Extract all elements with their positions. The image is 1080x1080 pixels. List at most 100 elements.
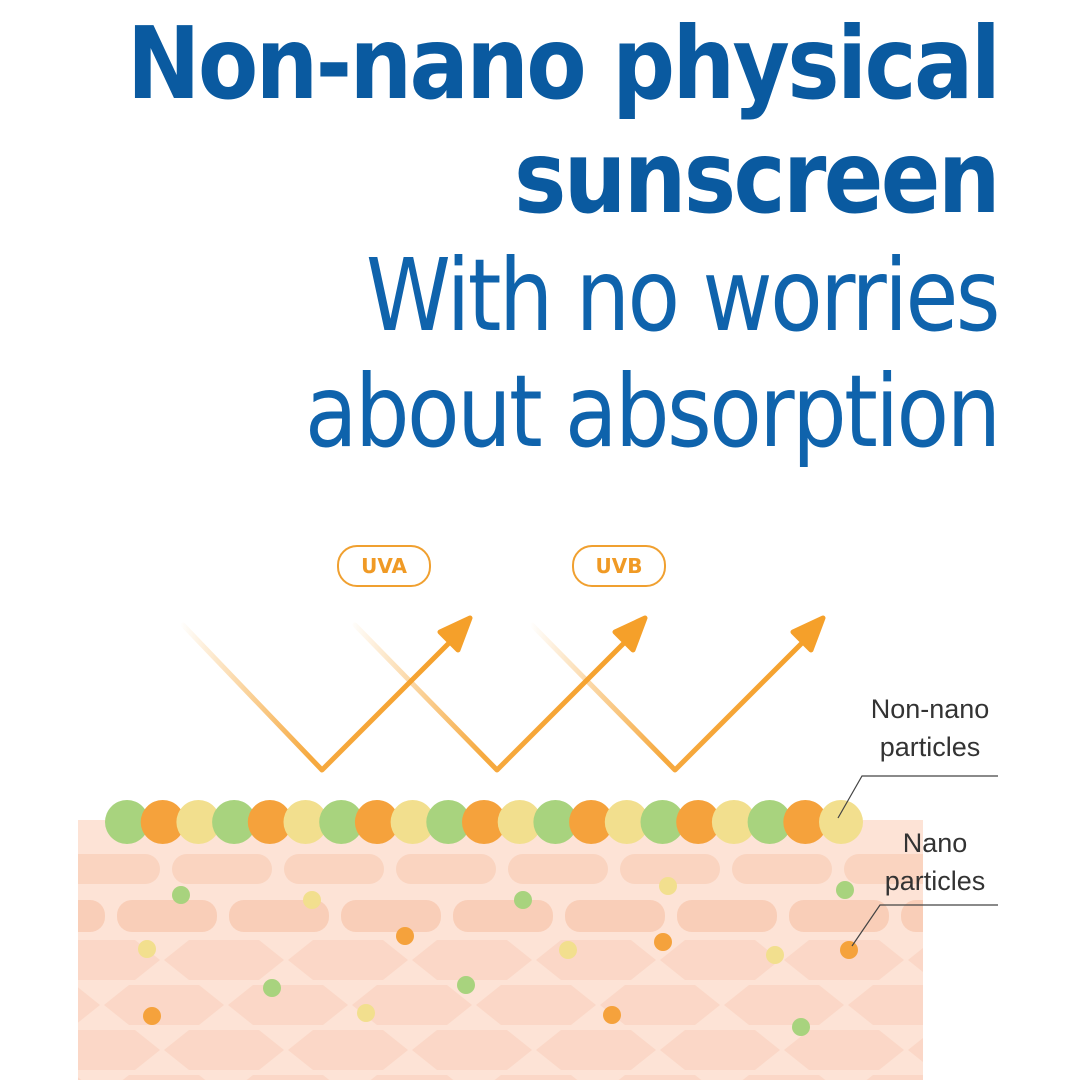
nano-particle [143,1007,161,1025]
nano-particle [303,891,321,909]
non-nano-particle [283,800,328,844]
non-nano-particle [105,800,149,844]
uvb-label: UVB [572,545,666,587]
skin-cell [117,900,217,932]
nano-particle [766,946,784,964]
non-nano-particle [711,800,756,844]
skin-cell [78,987,100,1023]
skin-cell [742,1075,826,1080]
non-nano-particle [819,800,863,844]
nano-particle [654,933,672,951]
non-nano-particle [390,800,435,844]
uv-ray-3 [529,622,818,773]
subtitle-line-1: With no worries [365,237,1001,354]
skin-cell [284,854,384,884]
skin-cell [724,985,844,1025]
non-nano-particle [783,800,828,844]
nano-particle [836,881,854,899]
ray-arrowhead-1 [437,615,473,653]
non-nano-leader-line [837,775,998,819]
uv-rays [180,615,826,773]
nano-callout: Nano particles [855,824,1015,900]
uv-ray-1 [180,622,465,773]
nano-particle [263,979,281,997]
non-nano-callout: Non-nano particles [850,690,1010,766]
nano-particle [396,927,414,945]
skin-cell [396,854,496,884]
uva-label: UVA [337,545,431,587]
skin-cell [565,900,665,932]
skin-cell [848,985,923,1025]
non-nano-particle [247,800,292,844]
non-nano-particle [176,800,221,844]
nano-particle-group [138,877,858,1036]
non-nano-particle [319,800,364,844]
nano-particle [840,941,858,959]
skin-cell [789,900,889,932]
skin-cell [288,940,408,980]
non-nano-particle [533,800,578,844]
non-nano-particle [676,800,721,844]
skin-cell [370,1075,454,1080]
callout-lines [837,775,998,947]
skin-cell [536,940,656,980]
skin-cell [412,1030,532,1070]
non-nano-particle [426,800,471,844]
skin-cell [494,1075,578,1080]
title-line-1: Non-nano physical [126,5,1001,122]
nano-particle [559,941,577,959]
nano-label-line-2: particles [884,866,986,896]
skin-cell [618,1075,702,1080]
uv-ray-2 [352,622,640,773]
skin-cell [122,1075,206,1080]
ray-arrowhead-2 [612,615,648,653]
skin-cell [341,900,441,932]
skin-cell [908,948,923,972]
skin-cell [844,854,923,884]
skin-cell [908,1038,923,1062]
nano-particle [603,1006,621,1024]
skin-cell [164,1030,284,1070]
title-line-2: sunscreen [514,119,1001,236]
skin-cell [104,985,224,1025]
non-nano-particle [212,800,257,844]
skin-cell [229,900,329,932]
skin-cell [246,1075,330,1080]
nano-label-line-1: Nano [902,828,968,858]
non-nano-label-line-2: particles [879,732,981,762]
nano-particle [792,1018,810,1036]
nano-particle [357,1004,375,1022]
nano-particle [457,976,475,994]
skin-cell [78,900,105,932]
skin-cell [866,1075,923,1080]
skin-cell [164,940,284,980]
nano-particle [138,940,156,958]
skin-cell [476,985,596,1025]
nano-particle [172,886,190,904]
skin-cell [508,854,608,884]
skin-cell [600,985,720,1025]
skin-cell [78,1030,160,1070]
non-nano-label-line-1: Non-nano [870,694,990,724]
non-nano-particle [747,800,792,844]
skin-cell [660,940,780,980]
skin-cell [784,1030,904,1070]
skin-cell [288,1030,408,1070]
non-nano-particle [604,800,649,844]
nano-leader-line [851,904,998,947]
nano-particle [514,891,532,909]
skin-cell [784,940,904,980]
skin-cell [660,1030,780,1070]
subtitle-line-2: about absorption [304,353,1000,470]
skin-cell [732,854,832,884]
non-nano-particle-layer [105,800,863,844]
non-nano-particle [497,800,542,844]
skin-cell [453,900,553,932]
skin-cell [677,900,777,932]
skin-cell [536,1030,656,1070]
nano-particle [659,877,677,895]
non-nano-particle [354,800,399,844]
skin-cell [78,854,160,884]
non-nano-particle [462,800,506,844]
